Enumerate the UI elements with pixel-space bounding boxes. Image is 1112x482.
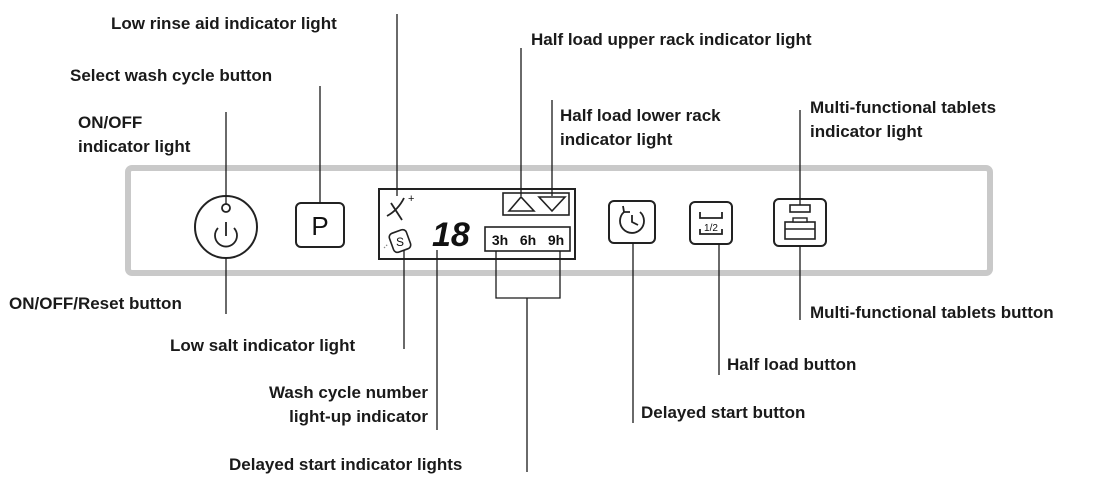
label-half-load-button: Half load button (727, 355, 856, 374)
svg-text:1/2: 1/2 (704, 223, 718, 234)
delayed-start-indicator-lights: 3h 6h 9h (484, 226, 571, 252)
delay-3h: 3h (492, 232, 508, 248)
callout-labels: Low rinse aid indicator light Select was… (9, 14, 1054, 474)
label-half-load-upper: Half load upper rack indicator light (531, 30, 812, 49)
delay-6h: 6h (520, 232, 536, 248)
label-wash-cycle-number-line1: Wash cycle number (269, 383, 428, 402)
clock-arrow-icon (619, 205, 645, 234)
wash-cycle-number-indicator: 18 (432, 216, 470, 254)
triangle-down-icon (537, 196, 567, 213)
label-half-load-lower-line1: Half load lower rack (560, 106, 721, 125)
label-multi-tablets-indicator-line2: indicator light (810, 122, 923, 141)
label-multi-tablets-indicator-line1: Multi-functional tablets (810, 98, 996, 117)
label-delayed-start-button: Delayed start button (641, 403, 805, 422)
power-icon (214, 222, 238, 248)
label-on-off-reset: ON/OFF/Reset button (9, 294, 182, 313)
label-delayed-start-indicators: Delayed start indicator lights (229, 455, 462, 474)
leader-delay-bracket (495, 251, 561, 299)
label-on-off-indicator-line1: ON/OFF (78, 113, 142, 132)
delay-9h: 9h (548, 232, 564, 248)
display-window: + S 18 3h 6h 9h (378, 188, 576, 260)
on-off-reset-button[interactable] (194, 195, 258, 259)
delayed-start-button[interactable] (608, 200, 656, 244)
label-on-off-indicator-line2: indicator light (78, 137, 191, 156)
label-half-load-lower-line2: indicator light (560, 130, 673, 149)
rack-indicator-box (502, 192, 570, 216)
label-wash-cycle-number-line2: light-up indicator (289, 407, 428, 426)
half-load-button[interactable]: 1/2 (689, 201, 733, 245)
label-select-wash-cycle: Select wash cycle button (70, 66, 272, 85)
select-wash-cycle-button[interactable]: P (295, 202, 345, 248)
multi-functional-tablets-button[interactable] (773, 198, 827, 247)
half-load-icon: 1/2 (699, 212, 723, 235)
rinse-aid-icon: + (386, 193, 414, 221)
svg-text:+: + (408, 193, 414, 205)
label-low-salt: Low salt indicator light (170, 336, 355, 355)
program-key-label: P (311, 211, 328, 241)
tablet-icon (784, 217, 816, 240)
triangle-up-icon (507, 195, 536, 212)
multi-functional-tablets-indicator-light (789, 204, 811, 213)
label-low-rinse-aid: Low rinse aid indicator light (111, 14, 337, 33)
label-multi-tablets-button: Multi-functional tablets button (810, 303, 1054, 322)
leader-lines (225, 14, 801, 472)
svg-text:S: S (396, 235, 404, 249)
